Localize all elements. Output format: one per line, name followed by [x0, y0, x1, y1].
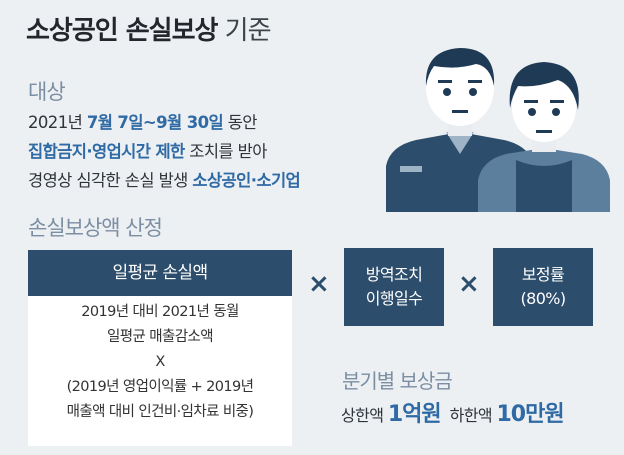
- box-line: 이행일수: [365, 289, 423, 308]
- formula-line: (2019년 영업이익률 + 2019년: [66, 379, 254, 395]
- quarterly-compensation-label: 분기별 보상금: [342, 369, 453, 393]
- target-line-2: 집합금지·영업시간 제한 조치를 받아: [28, 137, 300, 166]
- formula-line: 2019년 대비 2021년 동월: [81, 304, 239, 320]
- daily-loss-formula: 2019년 대비 2021년 동월 일평균 매출감소액 X (2019년 영업이…: [28, 296, 292, 446]
- figures-illustration: [386, 48, 610, 212]
- woman-figure-icon: [478, 62, 610, 212]
- correction-rate-box: 보정률 (80%): [493, 248, 593, 326]
- measure-highlight: 집합금지·영업시간 제한: [28, 142, 185, 161]
- box-line: 방역조치: [365, 265, 423, 284]
- title-light: 기준: [217, 16, 272, 46]
- text-span: 경영상 심각한 손실 발생: [28, 171, 193, 190]
- target-line-1: 2021년 7월 7일~9월 30일 동안: [28, 108, 300, 137]
- title-bold: 소상공인 손실보상: [26, 16, 218, 46]
- target-label: 대상: [28, 80, 66, 104]
- compensation-limits: 상한액 1억원 하한액 10만원: [341, 396, 565, 428]
- upper-limit-value: 1억원: [387, 402, 442, 427]
- multiply-symbol: ×: [458, 269, 480, 299]
- period-highlight: 7월 7일~9월 30일: [86, 113, 224, 132]
- box-line: (80%): [520, 289, 566, 308]
- page-title: 소상공인 손실보상 기준: [26, 10, 272, 47]
- text-span: 동안: [223, 113, 258, 132]
- target-line-3: 경영상 심각한 손실 발생 소상공인·소기업: [28, 166, 301, 195]
- text-span: 조치를 받아: [184, 142, 267, 161]
- multiply-symbol: ×: [308, 269, 330, 299]
- target-description: 2021년 7월 7일~9월 30일 동안 집합금지·영업시간 제한 조치를 받…: [28, 108, 301, 195]
- formula-line: 매출액 대비 인건비·임차료 비중): [66, 404, 254, 420]
- lower-limit-label: 하한액: [449, 406, 497, 425]
- quarantine-days-box: 방역조치 이행일수: [344, 248, 444, 326]
- calc-label: 손실보상액 산정: [28, 216, 163, 240]
- formula-line: 일평균 매출감소액: [107, 329, 214, 345]
- man-figure-icon: [386, 48, 534, 212]
- daily-loss-header: 일평균 손실액: [28, 250, 292, 296]
- business-highlight: 소상공인·소기업: [192, 171, 301, 190]
- box-line: 보정률: [521, 265, 565, 284]
- upper-limit-label: 상한액: [341, 406, 388, 425]
- formula-line: X: [155, 354, 165, 370]
- text-span: 2021년: [28, 113, 87, 132]
- lower-limit-value: 10만원: [496, 402, 565, 427]
